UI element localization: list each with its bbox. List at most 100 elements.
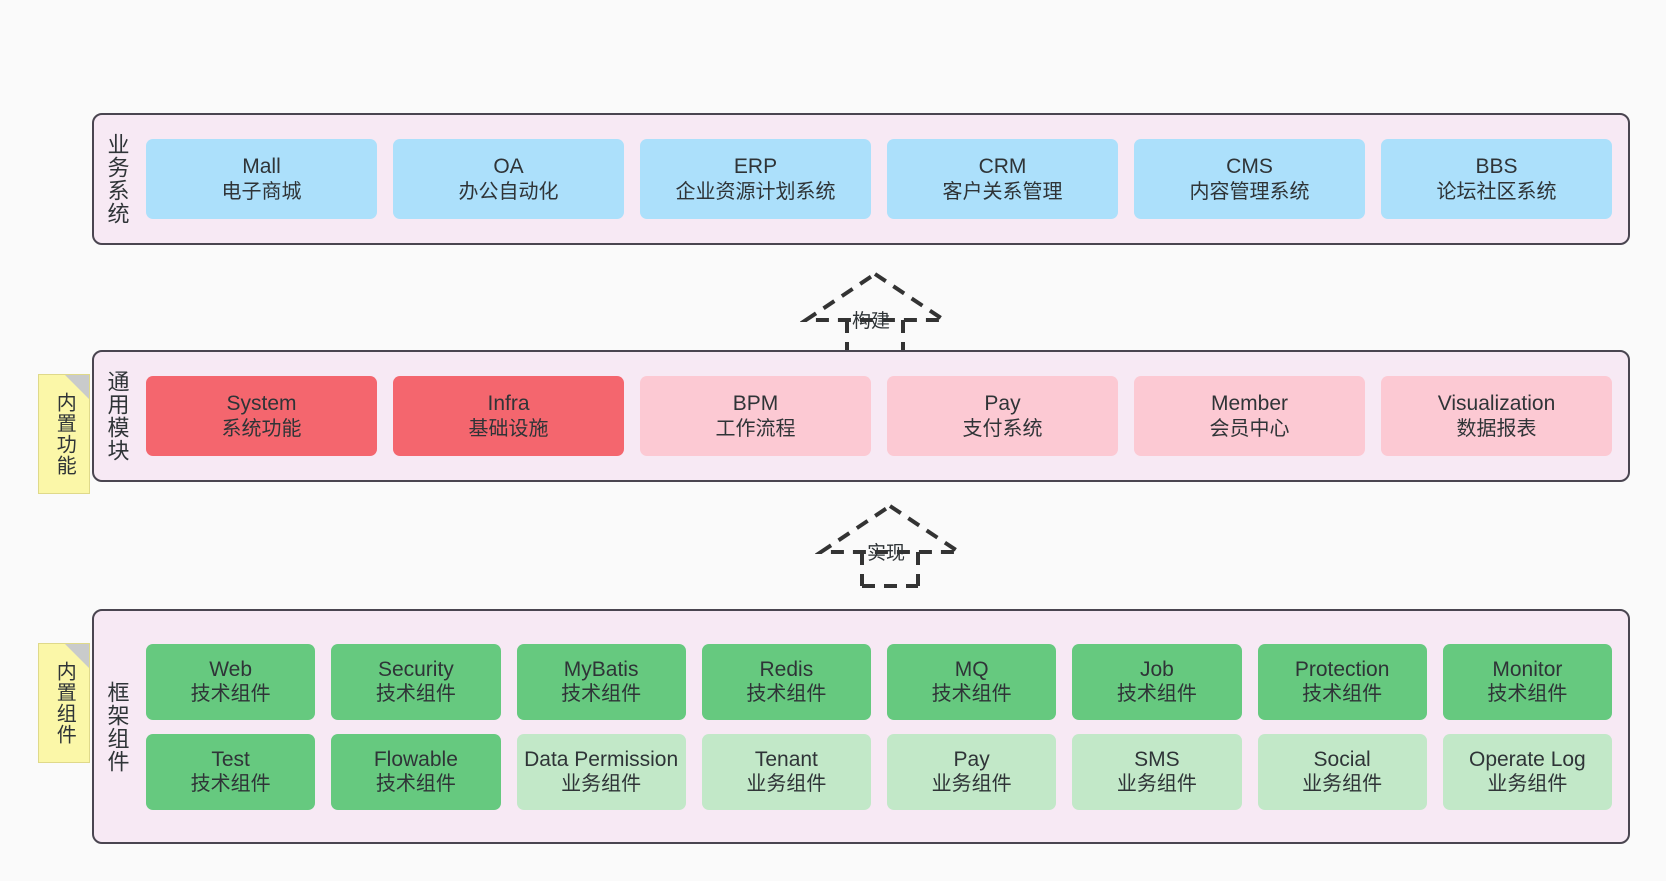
module-subtitle: 客户关系管理 <box>942 180 1063 203</box>
component-subtitle: 业务组件 <box>931 773 1012 796</box>
module-box-bpm[interactable]: BPM 工作流程 <box>640 376 871 456</box>
component-box-pay[interactable]: Pay 业务组件 <box>887 733 1057 810</box>
connector-implement: 实现 <box>815 500 965 588</box>
component-box-job[interactable]: Job 技术组件 <box>1072 643 1242 720</box>
layer-title-framework-component: 框架组件 <box>104 680 130 773</box>
module-box-bbs[interactable]: BBS 论坛社区系统 <box>1381 139 1612 219</box>
module-subtitle: 工作流程 <box>715 417 796 440</box>
component-subtitle: 技术组件 <box>190 683 271 706</box>
layer-framework-component: 框架组件 Web 技术组件 Security 技术组件 MyBatis 技术组件… <box>92 609 1630 844</box>
module-box-member[interactable]: Member 会员中心 <box>1134 376 1365 456</box>
connector-build: 构建 <box>800 268 950 356</box>
module-box-oa[interactable]: OA 办公自动化 <box>393 139 624 219</box>
module-subtitle: 支付系统 <box>962 417 1043 440</box>
module-name: System <box>226 392 297 415</box>
module-name: Member <box>1210 392 1289 415</box>
component-name: Pay <box>953 747 990 771</box>
component-subtitle: 技术组件 <box>561 683 642 706</box>
component-subtitle: 技术组件 <box>746 683 827 706</box>
module-box-cms[interactable]: CMS 内容管理系统 <box>1134 139 1365 219</box>
layer-business-system: 业务系统 Mall 电子商城 OA 办公自动化 ERP 企业资源计划系统 CRM… <box>92 113 1630 245</box>
component-subtitle: 业务组件 <box>1302 773 1383 796</box>
module-subtitle: 基础设施 <box>468 417 549 440</box>
module-subtitle: 办公自动化 <box>458 180 559 203</box>
component-name: Redis <box>759 657 814 681</box>
module-box-visualization[interactable]: Visualization 数据报表 <box>1381 376 1612 456</box>
module-subtitle: 系统功能 <box>221 417 302 440</box>
component-subtitle: 技术组件 <box>190 773 271 796</box>
component-name: Operate Log <box>1468 747 1586 771</box>
component-box-sms[interactable]: SMS 业务组件 <box>1072 733 1242 810</box>
layer-common-module: 通用模块 System 系统功能 Infra 基础设施 BPM 工作流程 Pay… <box>92 350 1630 482</box>
note-fold-corner-icon <box>65 644 89 668</box>
component-subtitle: 业务组件 <box>1116 773 1197 796</box>
connector-implement-arrow-icon <box>815 503 965 588</box>
component-subtitle: 业务组件 <box>1487 773 1568 796</box>
module-box-crm[interactable]: CRM 客户关系管理 <box>887 139 1118 219</box>
component-box-web[interactable]: Web 技术组件 <box>146 643 316 720</box>
module-subtitle: 内容管理系统 <box>1189 180 1310 203</box>
module-box-infra[interactable]: Infra 基础设施 <box>393 376 624 456</box>
layer-body-common-module: System 系统功能 Infra 基础设施 BPM 工作流程 Pay 支付系统… <box>140 352 1628 480</box>
component-name: Flowable <box>373 747 458 771</box>
component-subtitle: 技术组件 <box>375 683 456 706</box>
component-name: Monitor <box>1492 657 1563 681</box>
component-box-social[interactable]: Social 业务组件 <box>1257 733 1427 810</box>
component-name: SMS <box>1134 747 1180 771</box>
module-name: Visualization <box>1437 392 1556 415</box>
component-box-operate-log[interactable]: Operate Log 业务组件 <box>1442 733 1612 810</box>
connector-implement-label: 实现 <box>867 543 906 564</box>
layer-body-business-system: Mall 电子商城 OA 办公自动化 ERP 企业资源计划系统 CRM 客户关系… <box>140 115 1628 243</box>
component-box-tenant[interactable]: Tenant 业务组件 <box>701 733 871 810</box>
module-name: Mall <box>242 155 281 178</box>
component-subtitle: 技术组件 <box>1302 683 1383 706</box>
note-fold-corner-icon <box>65 375 89 399</box>
layer-title-common-module: 通用模块 <box>104 370 130 462</box>
component-box-security[interactable]: Security 技术组件 <box>331 643 501 720</box>
component-subtitle: 业务组件 <box>561 773 642 796</box>
module-subtitle: 企业资源计划系统 <box>675 180 836 203</box>
layer-row: System 系统功能 Infra 基础设施 BPM 工作流程 Pay 支付系统… <box>146 376 1612 456</box>
component-subtitle: 技术组件 <box>931 683 1012 706</box>
layer-row: Web 技术组件 Security 技术组件 MyBatis 技术组件 Redi… <box>146 643 1612 720</box>
component-box-redis[interactable]: Redis 技术组件 <box>701 643 871 720</box>
module-name: CMS <box>1226 155 1273 178</box>
module-name: Pay <box>984 392 1021 415</box>
component-name: Web <box>209 657 253 681</box>
component-name: MyBatis <box>563 657 639 681</box>
layer-row: Test 技术组件 Flowable 技术组件 Data Permission … <box>146 733 1612 810</box>
module-box-pay[interactable]: Pay 支付系统 <box>887 376 1118 456</box>
component-name: Tenant <box>754 747 818 771</box>
component-box-monitor[interactable]: Monitor 技术组件 <box>1442 643 1612 720</box>
component-subtitle: 技术组件 <box>375 773 456 796</box>
component-name: Security <box>377 657 454 681</box>
component-box-flowable[interactable]: Flowable 技术组件 <box>331 733 501 810</box>
module-subtitle: 数据报表 <box>1456 417 1537 440</box>
module-name: BBS <box>1475 155 1518 178</box>
component-name: Data Permission <box>524 747 679 771</box>
module-name: BPM <box>732 392 779 415</box>
component-box-mybatis[interactable]: MyBatis 技术组件 <box>516 643 686 720</box>
layer-body-framework-component: Web 技术组件 Security 技术组件 MyBatis 技术组件 Redi… <box>140 611 1628 842</box>
module-box-mall[interactable]: Mall 电子商城 <box>146 139 377 219</box>
component-name: Protection <box>1294 657 1390 681</box>
sticky-note-label: 内置组件 <box>53 661 76 745</box>
component-subtitle: 技术组件 <box>1487 683 1568 706</box>
module-name: OA <box>493 155 524 178</box>
module-subtitle: 会员中心 <box>1209 417 1290 440</box>
component-box-protection[interactable]: Protection 技术组件 <box>1257 643 1427 720</box>
component-subtitle: 技术组件 <box>1116 683 1197 706</box>
module-name: ERP <box>733 155 778 178</box>
component-box-data-permission[interactable]: Data Permission 业务组件 <box>516 733 686 810</box>
sticky-note-label: 内置功能 <box>53 392 76 476</box>
module-box-erp[interactable]: ERP 企业资源计划系统 <box>640 139 871 219</box>
component-name: Social <box>1313 747 1371 771</box>
sticky-note-builtin-function: 内置功能 <box>38 374 90 494</box>
component-name: Job <box>1139 657 1174 681</box>
module-subtitle: 论坛社区系统 <box>1436 180 1557 203</box>
module-box-system[interactable]: System 系统功能 <box>146 376 377 456</box>
component-box-test[interactable]: Test 技术组件 <box>146 733 316 810</box>
component-box-mq[interactable]: MQ 技术组件 <box>887 643 1057 720</box>
module-name: Infra <box>487 392 530 415</box>
sticky-note-builtin-component: 内置组件 <box>38 643 90 763</box>
